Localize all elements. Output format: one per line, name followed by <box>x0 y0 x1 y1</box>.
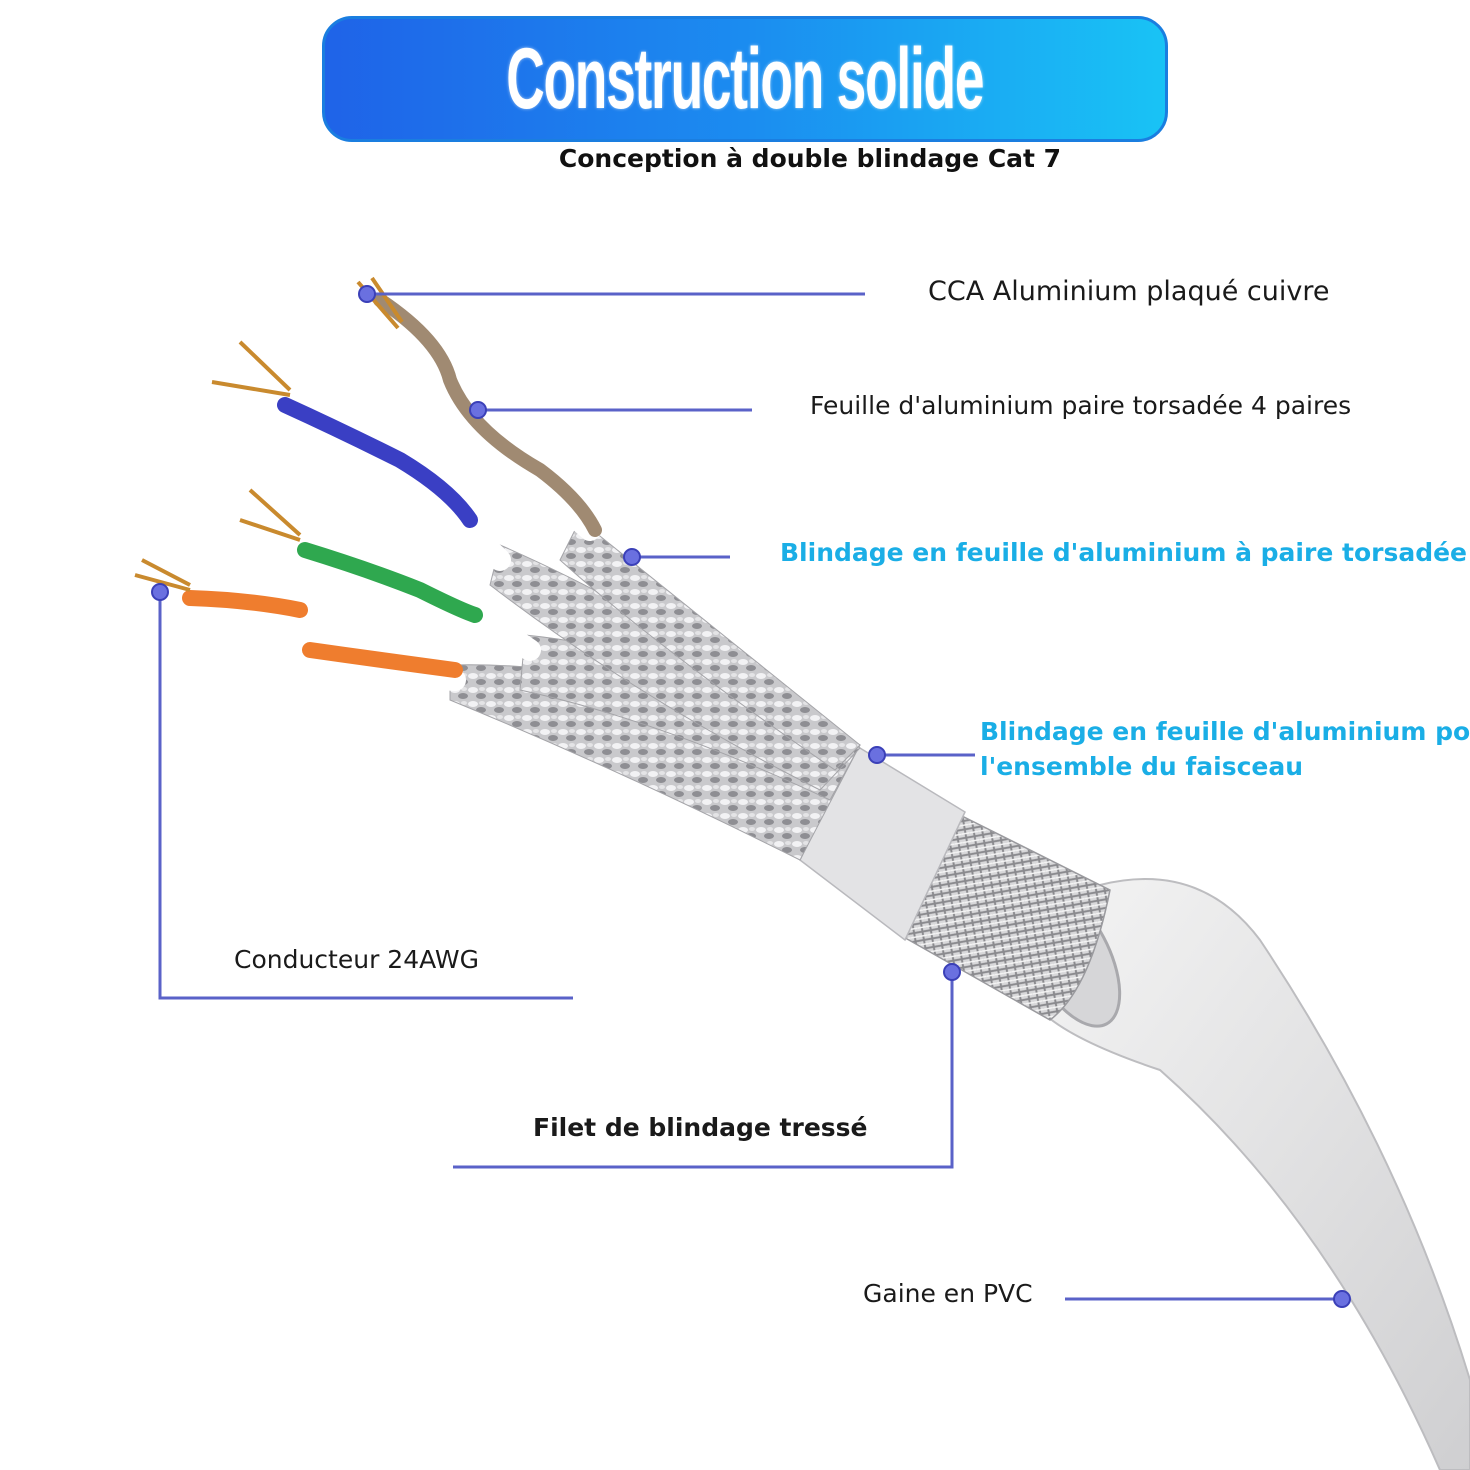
leader-dot <box>358 285 376 303</box>
leader-dot <box>868 746 886 764</box>
leader-dot <box>1333 1290 1351 1308</box>
page-subtitle: Conception à double blindage Cat 7 <box>558 144 1062 173</box>
green-pair <box>239 488 541 661</box>
orange-pair <box>134 558 466 691</box>
braided-shield <box>899 813 1111 1021</box>
label-braid: Filet de blindage tressé <box>533 1113 868 1142</box>
title-banner: Construction solide <box>322 16 1168 142</box>
label-bundle-shield-line1: Blindage en feuille d'aluminium pour <box>980 717 1470 746</box>
label-jacket: Gaine en PVC <box>863 1279 1033 1308</box>
leader-dot <box>943 963 961 981</box>
label-conductor: Conducteur 24AWG <box>234 945 479 974</box>
label-foil-pairs: Feuille d'aluminium paire torsadée 4 pai… <box>810 391 1352 420</box>
leader-line-braid <box>453 972 954 1169</box>
label-cca: CCA Aluminium plaqué cuivre <box>928 276 1330 307</box>
leader-line-conductor <box>158 592 573 1000</box>
leader-dots <box>151 285 1351 1308</box>
leader-dot <box>469 401 487 419</box>
blue-pair <box>211 340 511 571</box>
label-bundle-shield-line2: l'ensemble du faisceau <box>980 752 1304 781</box>
leader-dot <box>623 548 641 566</box>
page-title: Construction solide <box>506 31 984 127</box>
label-pair-shield: Blindage en feuille d'aluminium à paire … <box>780 538 1467 567</box>
foil-bundle <box>559 519 861 771</box>
leader-dot <box>151 583 169 601</box>
pvc-jacket <box>1038 878 1470 1470</box>
leader-lines <box>158 292 1342 1301</box>
